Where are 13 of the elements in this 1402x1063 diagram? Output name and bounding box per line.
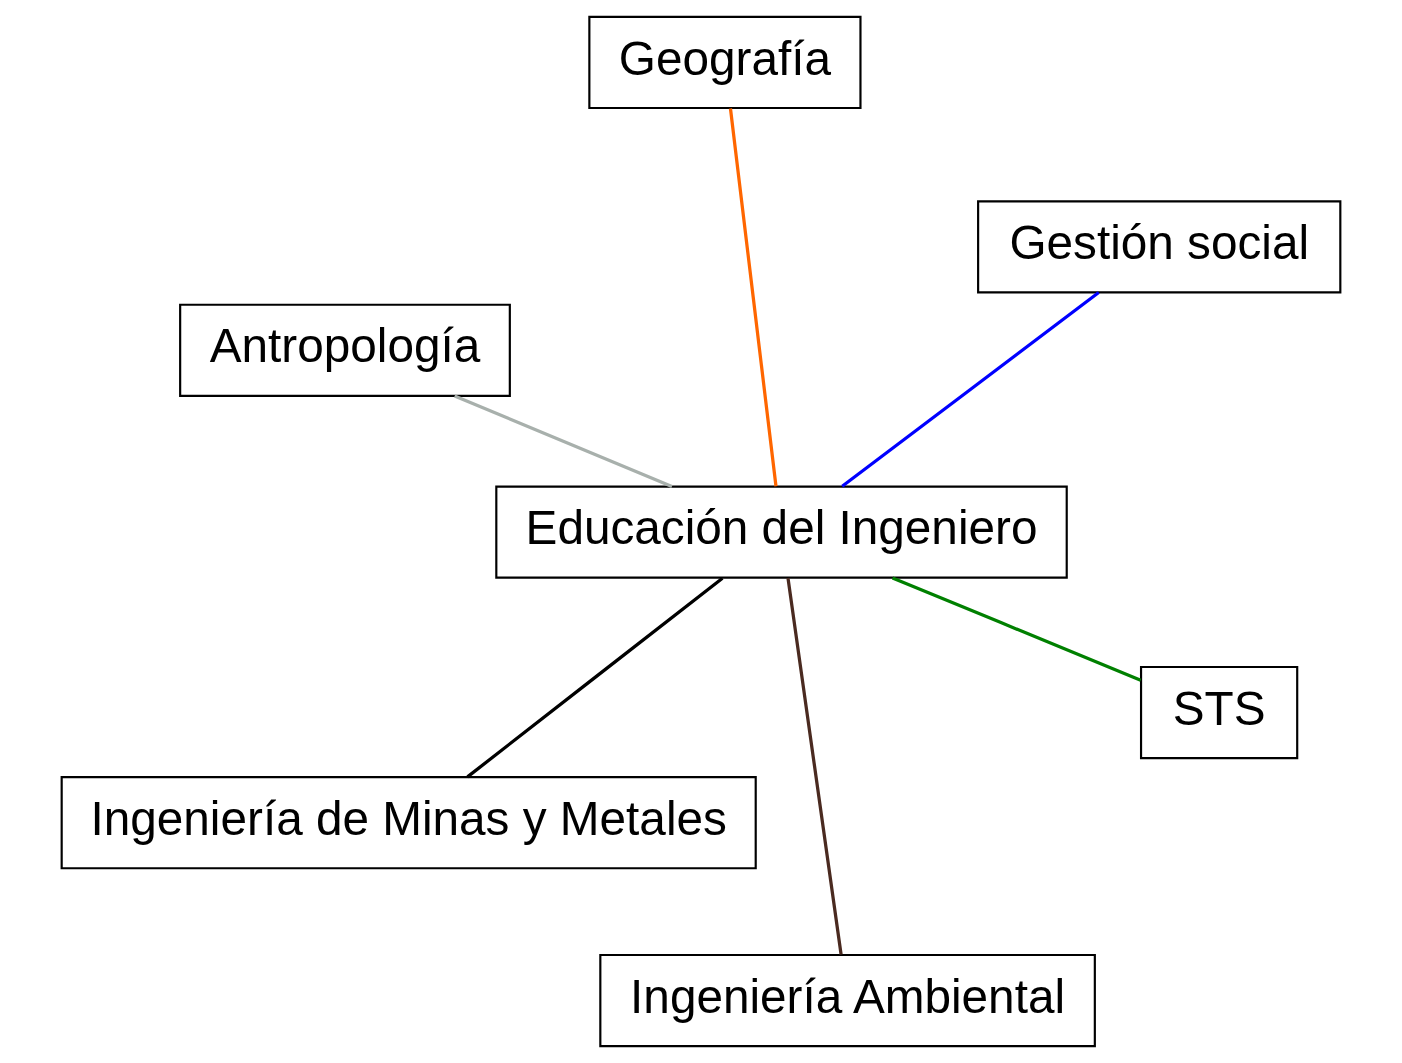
node-box: Antropología [179,303,511,397]
node-box: STS [1139,665,1299,760]
connector [728,108,778,487]
connector [786,577,843,955]
connector [841,291,1100,488]
connector [466,576,724,779]
node-box: Ingeniería de Minas y Metales [60,776,757,870]
node-box: Gestión social [977,200,1342,294]
connector [891,576,1142,682]
connector [454,394,673,488]
node-box: Geografía [588,15,862,110]
node-box: Ingeniería Ambiental [599,953,1096,1048]
node-box: Educación del Ingeniero [495,485,1068,579]
